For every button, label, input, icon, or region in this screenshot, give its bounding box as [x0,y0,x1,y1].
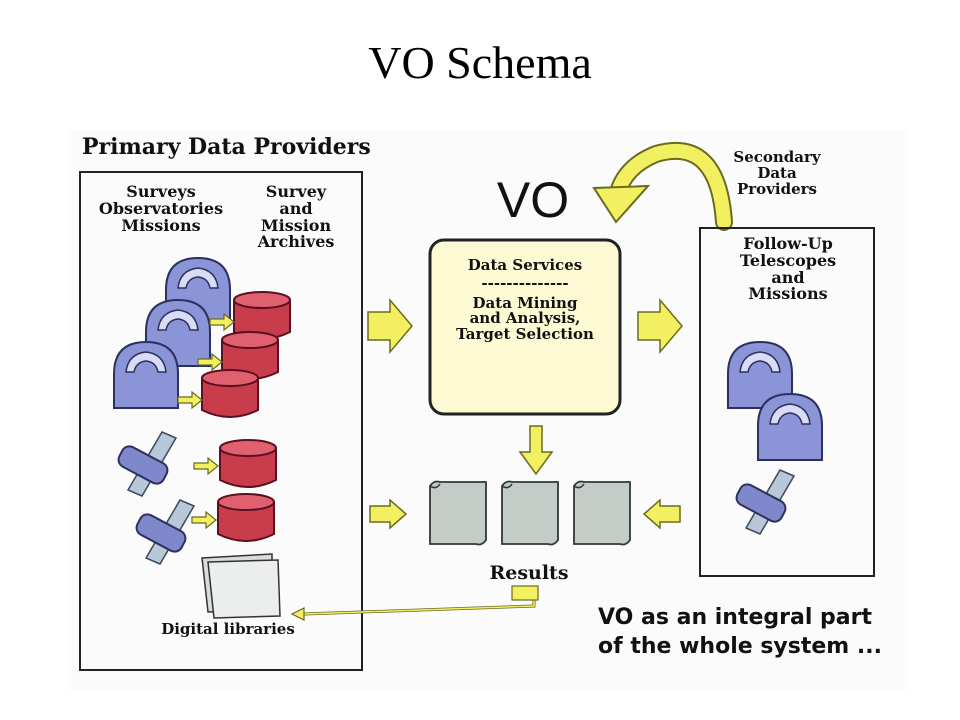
observatory-icon [113,341,179,409]
arrow-to-results-icon [518,425,554,476]
vo-schema-diagram: Primary Data Providers Surveys Observato… [68,130,908,690]
data-services-label: Data Services [467,256,583,274]
vo-label: VO [496,172,570,228]
archive-icon [217,493,275,542]
vo-services-box [428,238,622,416]
feedback-arrowhead-icon [592,184,651,224]
result-page-icon [429,480,487,546]
archive-icon [219,439,277,488]
satellite-icon [114,431,177,497]
arrow-to-libraries-icon [290,607,305,621]
digital-libraries-label: Digital libraries [161,620,295,638]
vo-box-text: Data Services -------------- Data Mining… [430,256,620,343]
library-page-icon [207,559,281,619]
archives-label: Survey and Mission Archives [257,182,335,252]
result-page-icon [573,480,631,546]
result-page-icon [501,480,559,546]
data-mining-label: Data Mining and Analysis, Target Selecti… [456,293,594,343]
primary-providers-frame [79,171,363,671]
arrow-to-followup-icon [637,299,683,353]
primary-providers-label: Primary Data Providers [82,134,371,160]
surveys-label: Surveys Observatories Missions [98,182,224,235]
observatory-icon [757,393,823,461]
secondary-providers-label: Secondary Data Providers [733,148,821,198]
arrow-icon [193,457,219,475]
arrow-from-primary-icon [369,498,408,530]
arrow-icon [191,511,217,529]
followup-label: Follow-Up Telescopes and Missions [739,234,837,304]
separator-label: -------------- [481,273,569,292]
arrow-to-vo-icon [367,299,413,353]
followup-frame [699,227,875,577]
satellite-icon [732,469,795,535]
arrow-icon [177,391,203,409]
results-label: Results [489,562,569,584]
archive-icon [201,369,259,418]
slide-title: VO Schema [368,37,592,88]
satellite-icon [132,499,195,565]
diagram-graphics [79,141,875,671]
caption-label: VO as an integral part of the whole syst… [598,605,882,659]
arrow-from-followup-icon [642,498,681,530]
